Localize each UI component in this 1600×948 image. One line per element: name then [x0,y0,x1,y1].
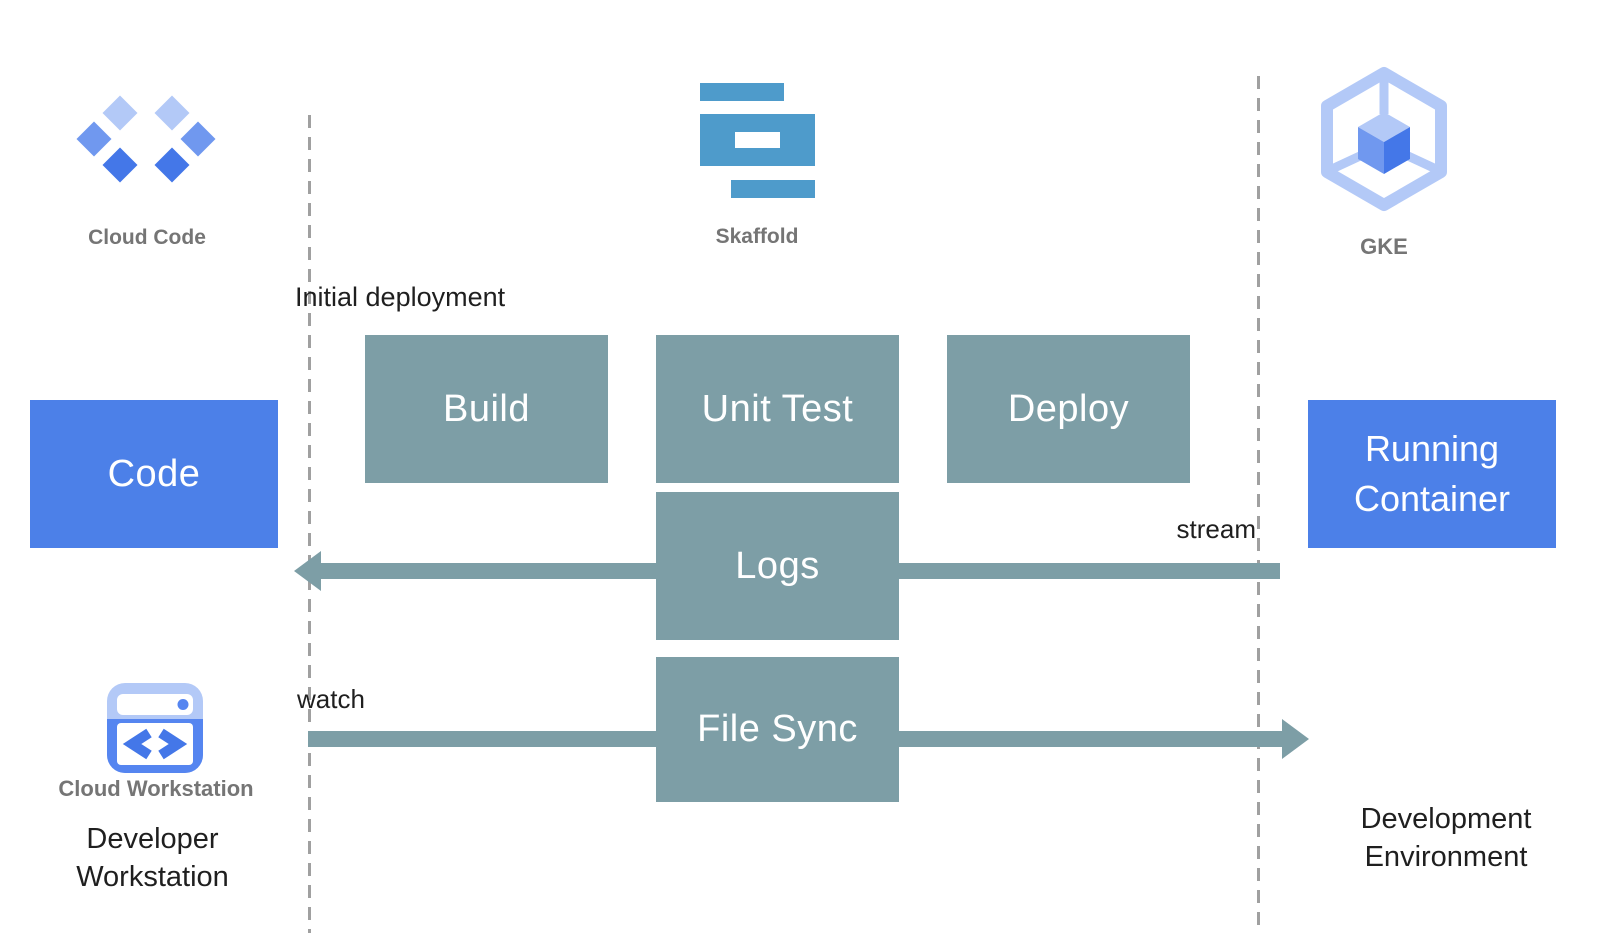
code-box: Code [30,400,278,548]
logs-stream-arrowhead [294,551,321,591]
file-sync-arrowhead [1282,719,1309,759]
cloud-code-icon [76,95,216,183]
developer-workstation-caption: Developer Workstation [76,823,229,894]
lane-divider-left [308,115,311,933]
cloud-code-label: Cloud Code [88,226,206,249]
running-container-box: Running Container [1308,400,1556,548]
file-sync-box: File Sync [656,657,899,802]
deploy-box: Deploy [947,335,1190,483]
skaffold-icon [700,83,815,198]
watch-label: watch [297,684,365,714]
logs-box: Logs [656,492,899,640]
unit-test-box: Unit Test [656,335,899,483]
build-box: Build [365,335,608,483]
skaffold-label: Skaffold [715,225,799,248]
cloud-workstation-label: Cloud Workstation [58,776,254,801]
gke-icon [1321,67,1447,211]
lane-divider-right [1257,76,1260,933]
initial-deployment-label: Initial deployment [295,282,506,312]
stream-label: stream [1176,514,1256,544]
gke-label: GKE [1360,234,1408,259]
cloud-workstation-icon [107,683,203,773]
development-environment-caption: Development Environment [1360,803,1532,874]
